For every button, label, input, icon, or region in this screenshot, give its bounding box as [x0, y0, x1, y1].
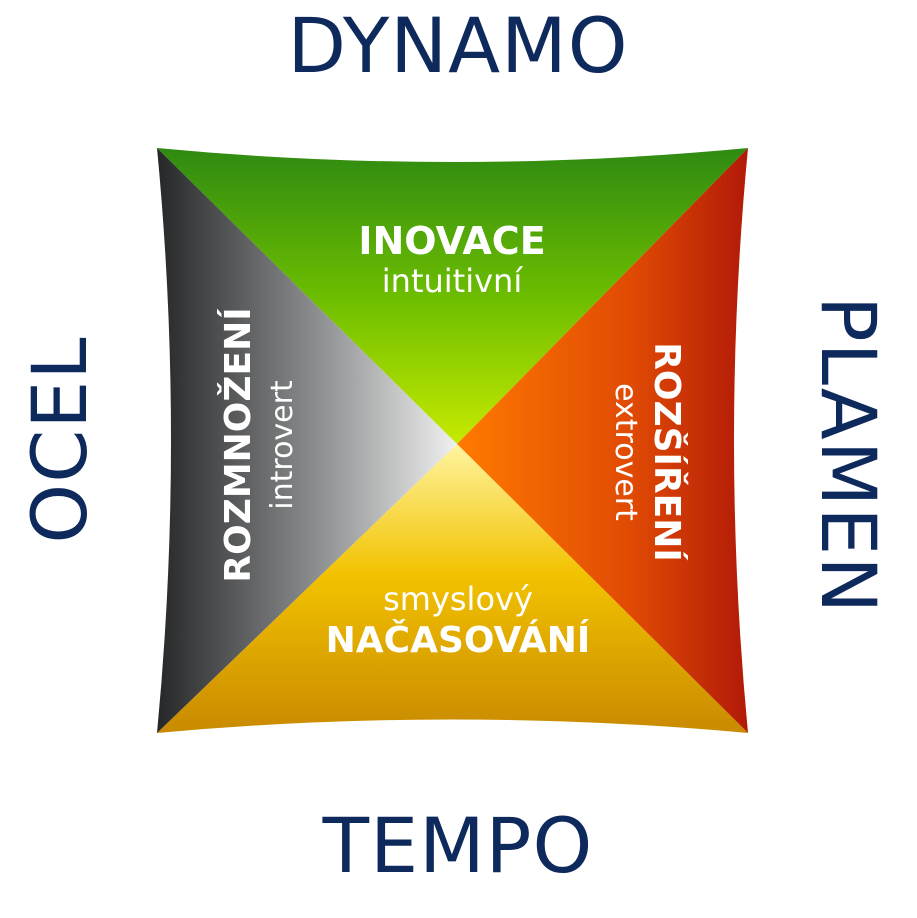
label-tempo: TEMPO — [322, 801, 594, 890]
rozsireni-title: ROZŠÍŘENÍ — [646, 342, 688, 562]
quadrant-bottom — [157, 444, 748, 733]
rozmnozeni-subtitle: introvert — [265, 380, 300, 510]
quadrant-right — [457, 148, 748, 733]
inovace-title: INOVACE — [358, 219, 545, 263]
nacasovani-title: NAČASOVÁNÍ — [326, 619, 591, 661]
inovace-subtitle: intuitivní — [382, 262, 524, 300]
quadrant-left — [157, 148, 457, 733]
rozmnozeni-title: ROZMNOŽENÍ — [217, 307, 259, 582]
label-dynamo: DYNAMO — [287, 1, 629, 90]
quadrant-top — [157, 148, 748, 444]
rozsireni-subtitle: extrovert — [608, 383, 643, 521]
nacasovani-subtitle: smyslový — [383, 580, 533, 618]
